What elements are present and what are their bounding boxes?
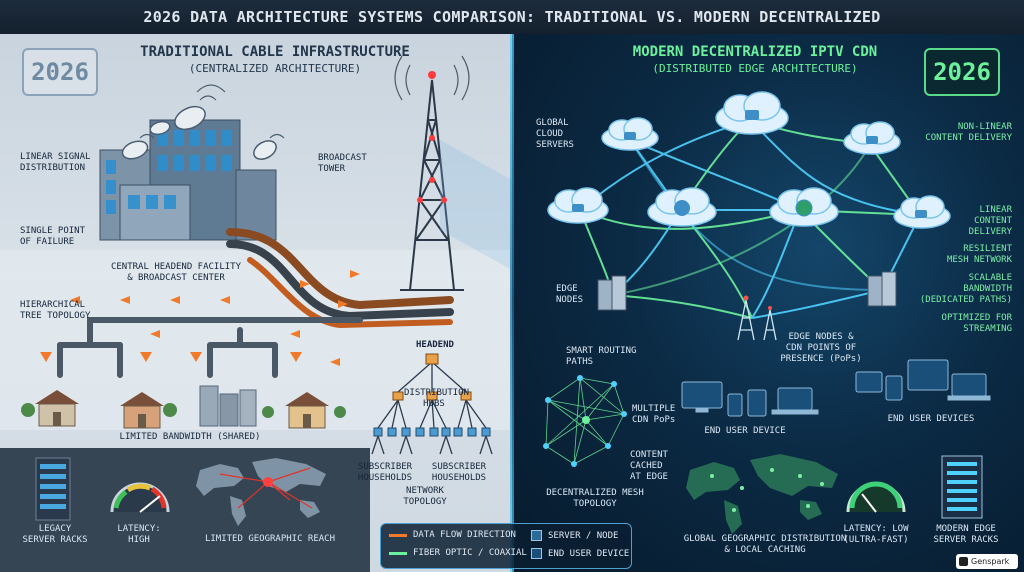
genspark-logo-icon: [959, 557, 968, 566]
label-decentralized-mesh: DECENTRALIZED MESH TOPOLOGY: [540, 488, 650, 510]
genspark-label: Genspark: [971, 557, 1009, 566]
modern-server-rack-icon: [942, 456, 982, 518]
modern-heading: MODERN DECENTRALIZED IPTV CDN: [600, 44, 910, 60]
legend-fiber: FIBER OPTIC / COAXIAL: [389, 548, 527, 558]
label-headend-facility: CENTRAL HEADEND FACILITY & BROADCAST CEN…: [76, 262, 276, 284]
legend-fiber-label: FIBER OPTIC / COAXIAL: [413, 548, 527, 558]
label-limited-bandwidth: LIMITED BANDWIDTH (SHARED): [90, 432, 290, 443]
panel-divider: [510, 34, 514, 572]
label-multiple-cdn-pops: MULTIPLE CDN PoPs: [632, 404, 675, 426]
low-latency-gauge-icon: [848, 484, 904, 512]
device-icon: [531, 548, 542, 559]
label-end-user-devices: END USER DEVICES: [876, 414, 986, 425]
label-subscriber-households-1: SUBSCRIBER HOUSEHOLDS: [350, 462, 420, 484]
traditional-subheading: (CENTRALIZED ARCHITECTURE): [130, 62, 420, 75]
legend-end-user: END USER DEVICE: [531, 548, 629, 559]
traditional-heading: TRADITIONAL CABLE INFRASTRUCTURE: [130, 44, 420, 60]
fiber-line-icon: [389, 552, 407, 555]
label-broadcast-tower: BROADCAST TOWER: [318, 153, 367, 175]
end-user-devices-icon: [856, 360, 990, 400]
genspark-watermark: Genspark: [956, 554, 1018, 569]
traditional-header: TRADITIONAL CABLE INFRASTRUCTURE (CENTRA…: [130, 44, 420, 75]
label-latency-high: LATENCY: HIGH: [104, 524, 174, 546]
label-legacy-server-racks: LEGACY SERVER RACKS: [20, 524, 90, 546]
label-global-cloud-servers: GLOBAL CLOUD SERVERS: [536, 118, 574, 151]
legend-server-node-label: SERVER / NODE: [548, 531, 618, 541]
server-icon: [531, 530, 542, 541]
year-badge-left: 2026: [22, 48, 98, 96]
legend-data-flow-label: DATA FLOW DIRECTION: [413, 530, 516, 540]
label-latency-low: LATENCY: LOW (ULTRA-FAST): [838, 524, 914, 546]
label-global-distribution: GLOBAL GEOGRAPHIC DISTRIBUTION & LOCAL C…: [680, 534, 850, 556]
global-map-icon: [686, 454, 838, 534]
label-optimized-streaming: OPTIMIZED FOR STREAMING: [912, 313, 1012, 335]
label-limited-geographic-reach: LIMITED GEOGRAPHIC REACH: [190, 534, 350, 545]
label-resilient-mesh: RESILIENT MESH NETWORK: [920, 244, 1012, 266]
label-modern-server-racks: MODERN EDGE SERVER RACKS: [926, 524, 1006, 546]
arrow-icon: [389, 534, 407, 537]
legend-end-user-label: END USER DEVICE: [548, 549, 629, 559]
label-edge-nodes: EDGE NODES: [556, 284, 583, 306]
legend: DATA FLOW DIRECTION FIBER OPTIC / COAXIA…: [380, 523, 632, 569]
label-linear-content-delivery: LINEAR CONTENT DELIVERY: [930, 205, 1012, 238]
label-edge-pops: EDGE NODES & CDN POINTS OF PRESENCE (PoP…: [776, 332, 866, 365]
legend-server-node: SERVER / NODE: [531, 530, 618, 541]
label-end-user-device: END USER DEVICE: [690, 426, 800, 437]
label-non-linear-delivery: NON-LINEAR CONTENT DELIVERY: [900, 122, 1012, 144]
modern-subheading: (DISTRIBUTED EDGE ARCHITECTURE): [600, 62, 910, 75]
label-subscriber-households-2: SUBSCRIBER HOUSEHOLDS: [424, 462, 494, 484]
label-linear-signal: LINEAR SIGNAL DISTRIBUTION: [20, 152, 90, 174]
end-user-device-icon: [682, 382, 818, 416]
label-smart-routing: SMART ROUTING PATHS: [566, 346, 636, 368]
label-network-topology: NETWORK TOPOLOGY: [390, 486, 460, 508]
cell-tower-icon: [738, 300, 776, 340]
label-headend: HEADEND: [416, 340, 454, 351]
legend-data-flow: DATA FLOW DIRECTION: [389, 530, 516, 540]
label-single-point-of-failure: SINGLE POINT OF FAILURE: [20, 226, 85, 248]
modern-header: MODERN DECENTRALIZED IPTV CDN (DISTRIBUT…: [600, 44, 910, 75]
label-hierarchical-topology: HIERARCHICAL TREE TOPOLOGY: [20, 300, 90, 322]
label-content-cached: CONTENT CACHED AT EDGE: [630, 450, 668, 483]
year-badge-right: 2026: [924, 48, 1000, 96]
label-scalable-bandwidth: SCALABLE BANDWIDTH (DEDICATED PATHS): [900, 273, 1012, 306]
label-distribution-hubs: DISTRIBUTION HUBS: [404, 388, 464, 410]
